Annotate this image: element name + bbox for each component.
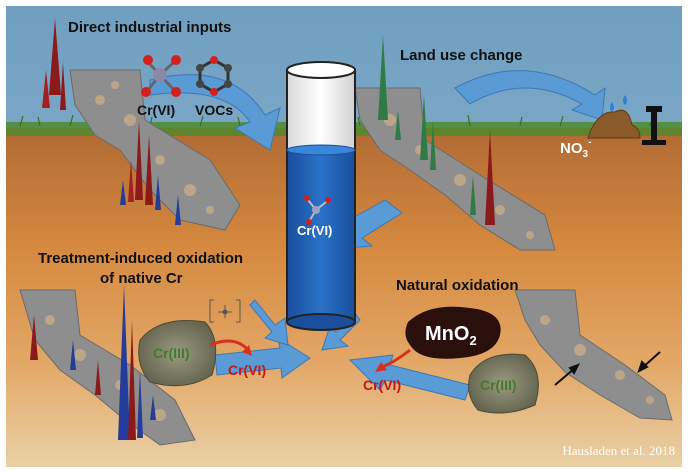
label-land-use: Land use change bbox=[400, 47, 523, 64]
label-mno2: MnO2 bbox=[425, 323, 477, 348]
label-nitrate: NO3- bbox=[560, 137, 591, 160]
voc-molecule-icon bbox=[196, 56, 232, 96]
credit-text: Hausladen et al. 2018 bbox=[562, 443, 675, 458]
black-arrows bbox=[554, 351, 661, 386]
arrow-direct-input bbox=[149, 74, 281, 151]
label-cr6-left: Cr(VI) bbox=[228, 362, 266, 378]
label-cr3-left: Cr(III) bbox=[153, 345, 190, 361]
well-cr6-molecule-icon bbox=[304, 195, 331, 225]
red-curved-arrow bbox=[209, 339, 252, 356]
nitrate-superscript: - bbox=[588, 137, 591, 148]
well-tube bbox=[286, 61, 356, 331]
label-treatment-line2: of native Cr bbox=[100, 270, 183, 287]
spikes-top-right bbox=[378, 35, 495, 225]
arrow-treatment bbox=[214, 336, 311, 379]
label-treatment-line1: Treatment-induced oxidation bbox=[38, 250, 243, 267]
label-cr6-top: Cr(VI) bbox=[137, 102, 175, 118]
faucet-icon bbox=[642, 106, 666, 145]
california-map-top-right bbox=[354, 87, 556, 251]
water-drops bbox=[610, 95, 627, 112]
mno2-subscript: 2 bbox=[469, 333, 476, 348]
spikes-top-left bbox=[42, 18, 181, 225]
cr6-molecule-icon bbox=[141, 55, 181, 97]
label-natural-oxidation: Natural oxidation bbox=[396, 277, 519, 294]
mno2-arrow bbox=[375, 348, 411, 372]
mno2-blob bbox=[405, 306, 501, 359]
label-cr6-well: Cr(VI) bbox=[297, 223, 332, 238]
label-direct-inputs: Direct industrial inputs bbox=[68, 19, 231, 36]
arrow-small-left bbox=[249, 299, 289, 346]
rock-right bbox=[468, 353, 539, 414]
rock-left bbox=[138, 319, 217, 387]
label-cr3-right: Cr(III) bbox=[480, 377, 517, 393]
nitrate-base: NO bbox=[560, 140, 583, 157]
label-vocs: VOCs bbox=[195, 102, 233, 118]
california-map-bottom-left bbox=[19, 289, 196, 446]
california-map-bottom-right bbox=[514, 289, 673, 421]
manure-pile bbox=[587, 109, 641, 139]
spikes-bottom-left bbox=[30, 285, 156, 440]
nitrate-subscript: 3 bbox=[583, 149, 589, 160]
mno2-base: MnO bbox=[425, 323, 469, 345]
label-cr6-right: Cr(VI) bbox=[363, 377, 401, 393]
california-map-top-left bbox=[69, 69, 241, 231]
bracket-molecule-icon bbox=[209, 299, 241, 323]
